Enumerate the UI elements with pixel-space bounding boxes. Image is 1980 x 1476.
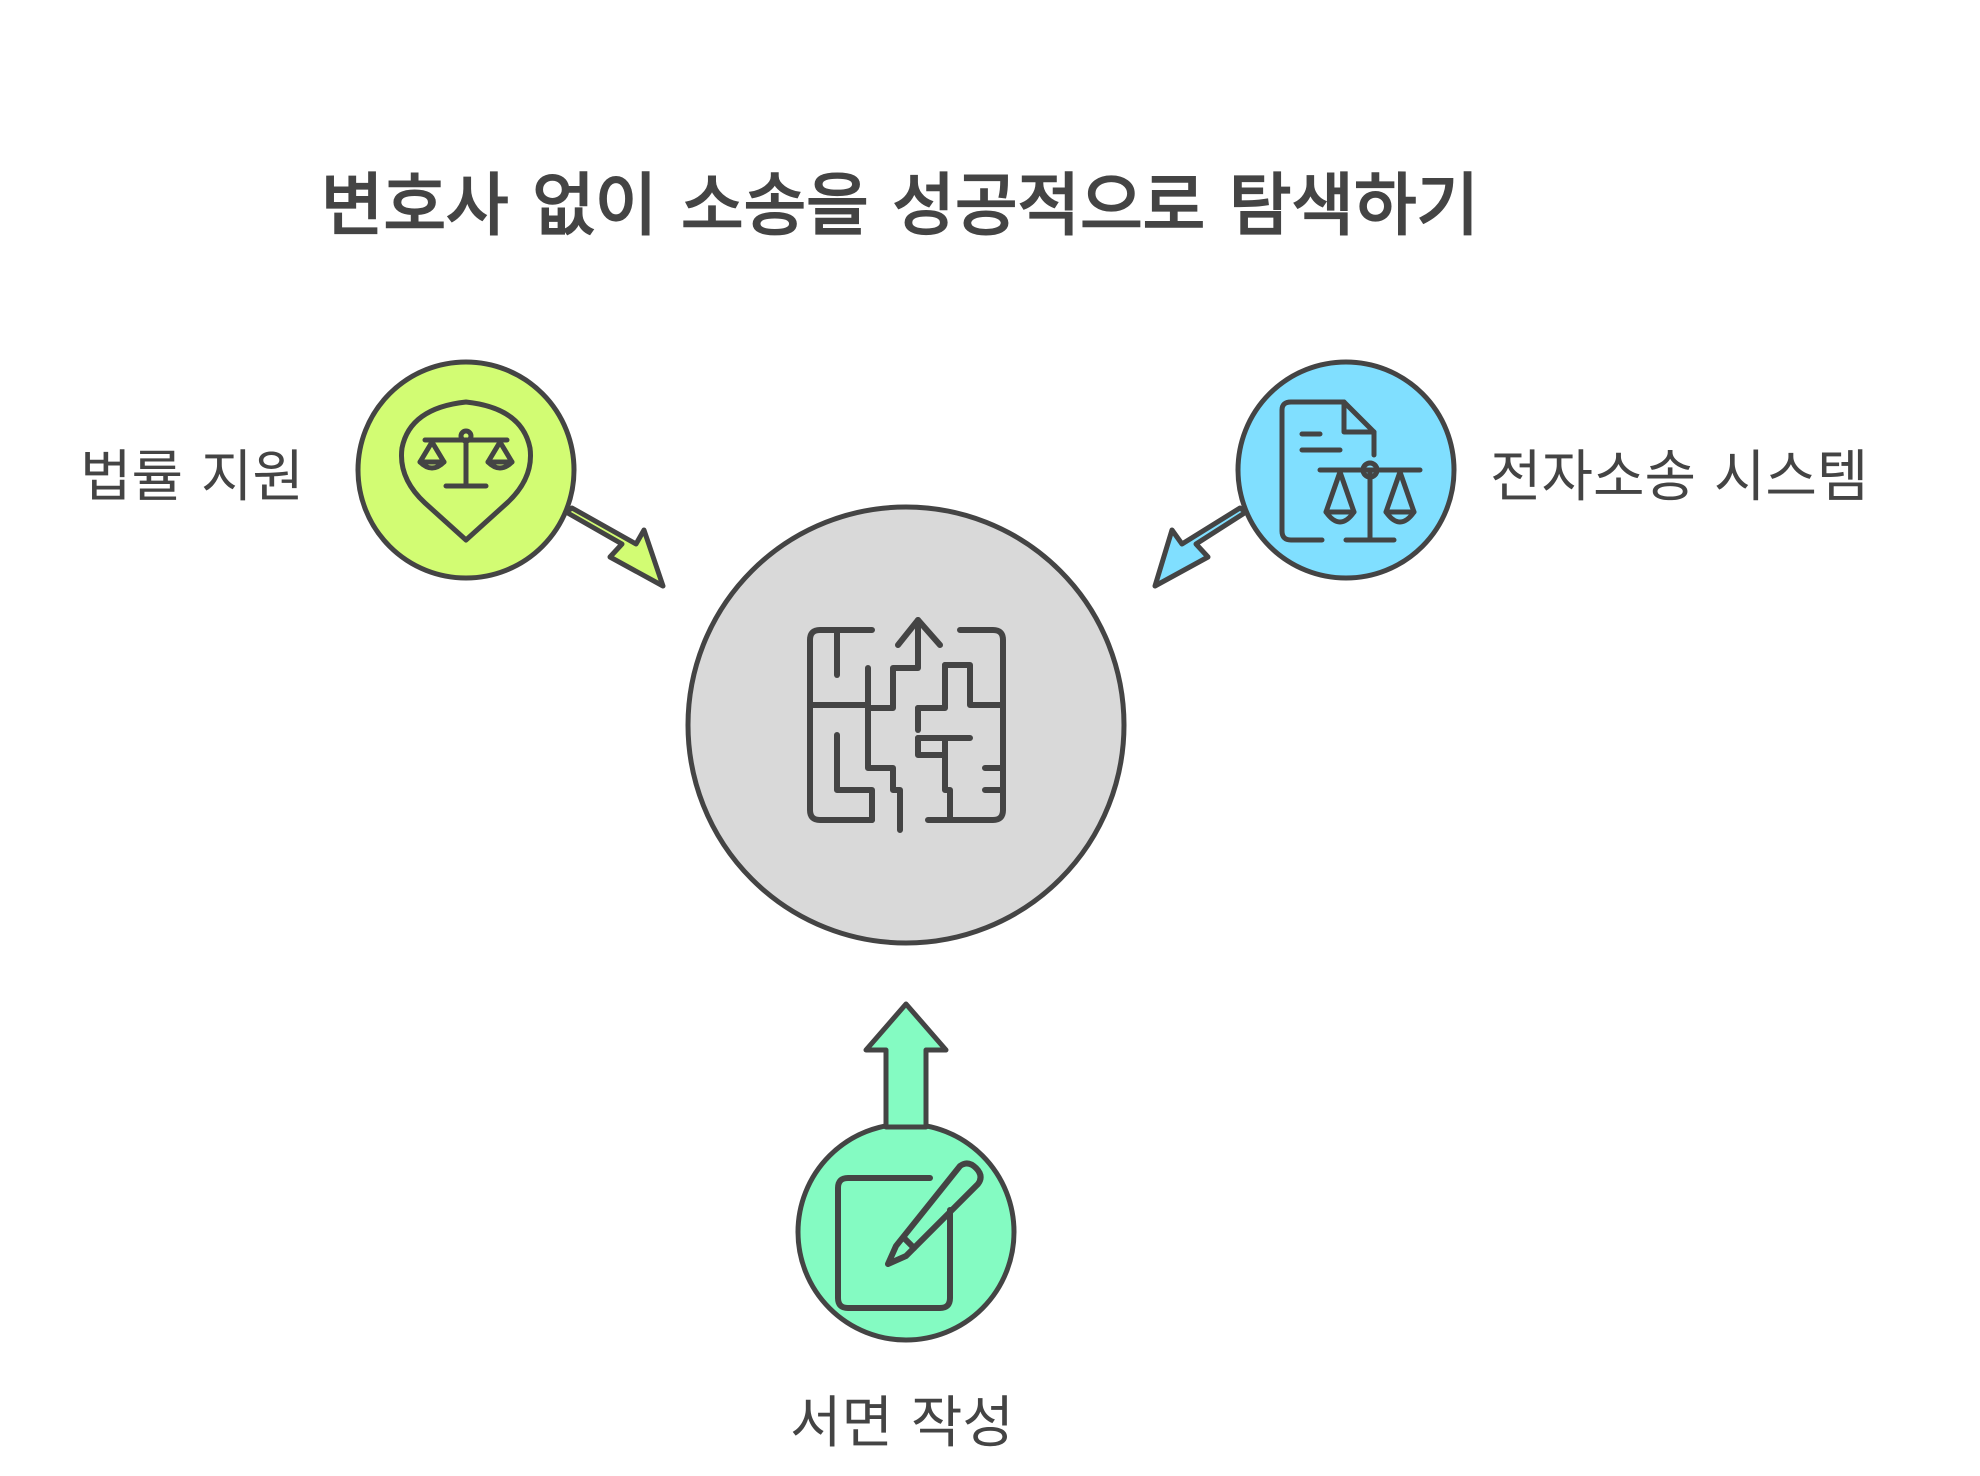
- written-arrow: [863, 1001, 949, 1130]
- page-title: 변호사 없이 소송을 성공적으로 탐색하기: [320, 167, 1480, 246]
- scales-location-icon: [398, 399, 534, 543]
- written-label: 서면 작성: [790, 1391, 1014, 1456]
- document-scales-icon: [1279, 399, 1423, 543]
- efiling-arrow: [1152, 505, 1249, 589]
- legal-aid-arrow: [563, 505, 666, 589]
- legal-aid-label: 법률 지원: [80, 445, 304, 510]
- efiling-label: 전자소송 시스템: [1490, 445, 1869, 510]
- edit-pencil-icon: [835, 1160, 984, 1311]
- maze-icon: [807, 617, 1006, 833]
- center-circle: [685, 504, 1127, 946]
